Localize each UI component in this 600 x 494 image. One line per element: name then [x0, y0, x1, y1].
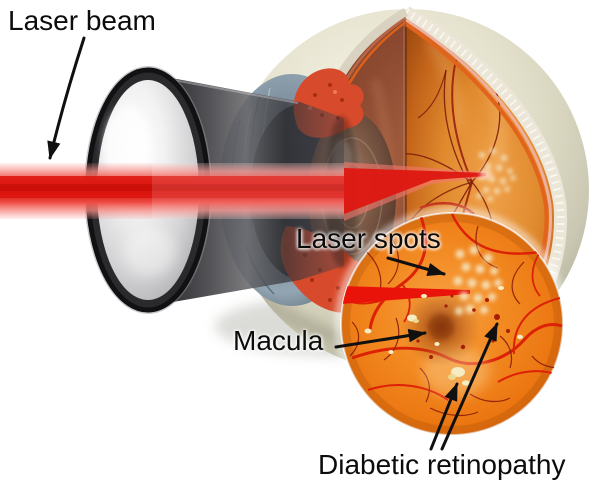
macula-arrow — [334, 328, 427, 349]
annotation-arrows — [47, 36, 499, 451]
laser-beam-label: Laser beam — [8, 5, 156, 36]
laser-spots-arrow — [386, 256, 446, 276]
laser-beam-graphic — [0, 162, 492, 221]
retina-inset — [336, 208, 568, 440]
diabetic-retinopathy-label: Diabetic retinopathy — [318, 449, 566, 480]
diabetic-retinopathy-arrow-short — [429, 382, 459, 451]
laser-spots-label: Laser spots — [296, 223, 441, 254]
diabetic-retinopathy-arrow-long — [440, 322, 499, 451]
laser-wedge-inset — [341, 286, 470, 304]
macula-label: Macula — [233, 325, 324, 356]
laser-spots-inset — [453, 245, 502, 315]
exudates — [364, 286, 523, 386]
hemorrhage-dots — [416, 294, 510, 359]
laser-spots-on-retina — [476, 148, 516, 202]
laser-beam-arrow — [47, 36, 86, 160]
